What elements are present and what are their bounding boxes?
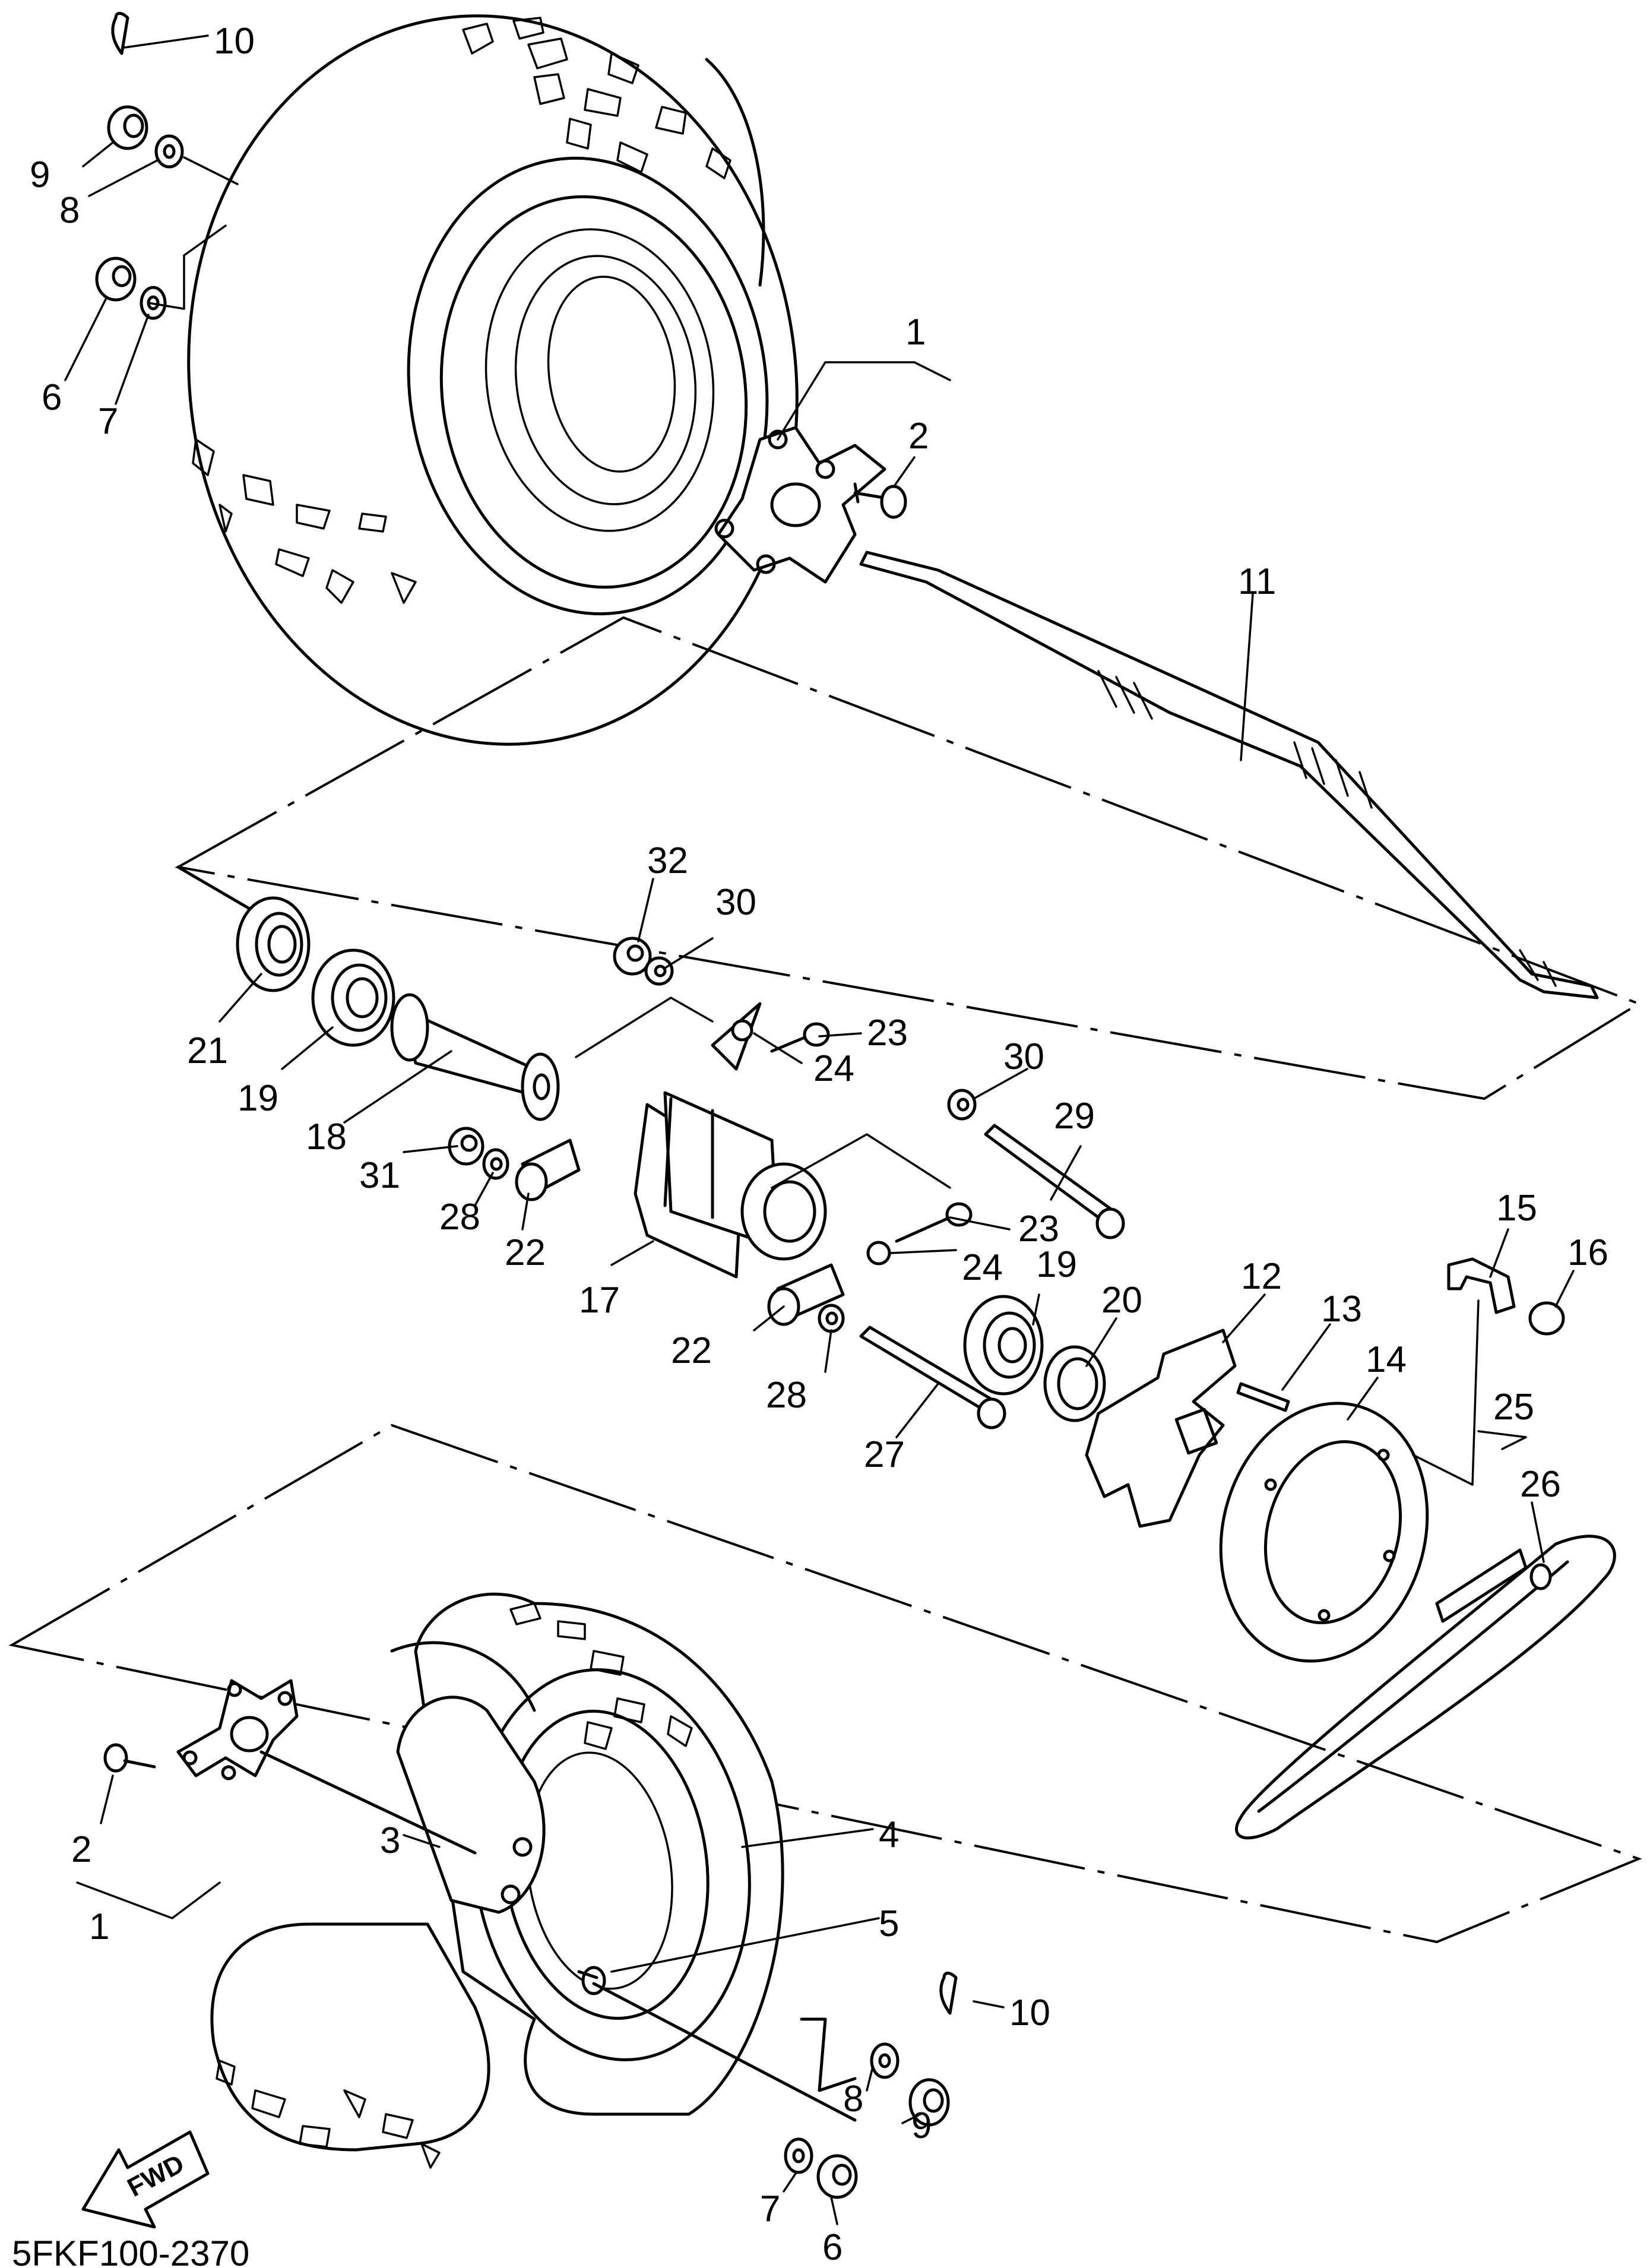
callout-13: 13: [1321, 1289, 1362, 1330]
bottom-cotter-pin: [939, 1972, 958, 2015]
bottom-wheel-hub: [176, 1679, 299, 1780]
nut-16: [1528, 1301, 1565, 1336]
bearing-19-left: [311, 948, 395, 1047]
bottom-wheel-outline: [8, 1424, 1642, 1944]
diagram-code: 5FKF100-2370: [12, 2234, 249, 2268]
axle-housing-17: [634, 1002, 827, 1279]
callout-9-top: 9: [30, 154, 50, 195]
callout-32: 32: [647, 840, 688, 881]
callout-31: 31: [359, 1155, 400, 1196]
stud-bolt-13: [1236, 1382, 1290, 1412]
nut-24-lower: [866, 1241, 891, 1266]
callout-22-right: 22: [671, 1330, 712, 1371]
callout-1-top: 1: [905, 312, 926, 353]
bolt-29: [984, 1124, 1125, 1239]
axle-assembly-outline: [175, 616, 1642, 1100]
callout-30-right: 30: [1003, 1036, 1044, 1077]
callout-22-left: 22: [505, 1232, 546, 1273]
callout-23-lower: 23: [1018, 1209, 1059, 1250]
washer-30-top: [644, 956, 674, 986]
callout-8-bottom: 8: [843, 2079, 863, 2120]
callout-8-top: 8: [59, 190, 80, 231]
rear-axle: [859, 551, 1599, 999]
callout-7-top: 7: [98, 401, 118, 442]
callout-7-bottom: 7: [760, 2188, 780, 2229]
top-cotter-pin: [111, 12, 129, 55]
spacer-tube-18: [390, 993, 560, 1121]
callout-23-upper: 23: [867, 1013, 908, 1054]
bearing-21: [236, 896, 311, 992]
callout-20: 20: [1101, 1280, 1142, 1321]
bolt-27: [859, 1326, 1006, 1429]
chain-adjuster-22-left: [515, 1138, 581, 1201]
callout-10-top: 10: [214, 21, 255, 62]
callout-21: 21: [187, 1030, 228, 1071]
callout-4: 4: [879, 1814, 899, 1855]
callout-14: 14: [1366, 1339, 1407, 1380]
callout-6-bottom: 6: [822, 2227, 843, 2268]
callout-10-bottom: 10: [1009, 1992, 1050, 2033]
sprocket-hub-12: [1085, 1328, 1237, 1528]
callout-leaders: [64, 34, 1575, 2225]
callout-24-lower: 24: [962, 1247, 1003, 1288]
callout-24-upper: 24: [813, 1048, 854, 1089]
callout-3: 3: [380, 1820, 400, 1861]
washer-28-left: [482, 1148, 509, 1180]
nut-32: [613, 937, 652, 976]
callout-5: 5: [879, 1903, 899, 1944]
bolt-23-upper: [770, 1022, 830, 1053]
fwd-arrow-icon: FWD: [81, 2130, 210, 2229]
rim-half-3: [396, 1696, 546, 1914]
callout-11: 11: [1238, 561, 1276, 602]
washer-30-right: [947, 1089, 977, 1121]
callout-27: 27: [864, 1434, 905, 1475]
sprocket-14: [1219, 1402, 1429, 1663]
chain-joint-26: [1435, 1548, 1552, 1623]
top-wheel-hub: [714, 426, 886, 584]
bottom-nut-6: [816, 2154, 858, 2199]
callout-15: 15: [1496, 1188, 1537, 1229]
callout-19-left: 19: [237, 1078, 278, 1119]
top-wheel-tire: [187, 14, 799, 746]
top-castle-nut: [107, 105, 148, 150]
callout-17: 17: [579, 1280, 620, 1321]
bolt-23-lower: [895, 1202, 973, 1243]
bottom-wheel-tire: [210, 1592, 784, 2169]
callout-2-bottom: 2: [71, 1829, 91, 1870]
callout-6-top: 6: [42, 377, 62, 418]
bottom-washer-8: [870, 2042, 900, 2079]
callout-30-top: 30: [715, 882, 756, 923]
oil-seal-20: [1043, 1345, 1106, 1422]
washer-24-upper: [731, 1019, 753, 1042]
chain-25: [1235, 1535, 1616, 1840]
callout-25: 25: [1493, 1387, 1534, 1428]
bracket-15: [1447, 1257, 1516, 1314]
callout-28-right: 28: [766, 1375, 807, 1416]
callout-29: 29: [1054, 1096, 1095, 1137]
callout-28-left: 28: [439, 1197, 480, 1238]
callout-26: 26: [1520, 1464, 1561, 1505]
callout-9-bottom: 9: [911, 2105, 932, 2146]
bottom-hub-bolt: [103, 1743, 156, 1773]
callout-18: 18: [306, 1116, 347, 1157]
bearing-19-right: [963, 1295, 1044, 1396]
callout-2-top: 2: [908, 416, 929, 457]
callout-1-bottom: 1: [89, 1906, 109, 1947]
top-washer-8: [154, 134, 184, 169]
top-nut-6: [95, 257, 137, 302]
callout-19-right: 19: [1036, 1244, 1077, 1285]
chain-adjuster-22-right: [767, 1263, 845, 1326]
callout-12: 12: [1241, 1256, 1282, 1297]
callout-16: 16: [1567, 1232, 1608, 1273]
bottom-washer-7: [784, 2137, 813, 2174]
washer-28-right: [818, 1304, 845, 1333]
